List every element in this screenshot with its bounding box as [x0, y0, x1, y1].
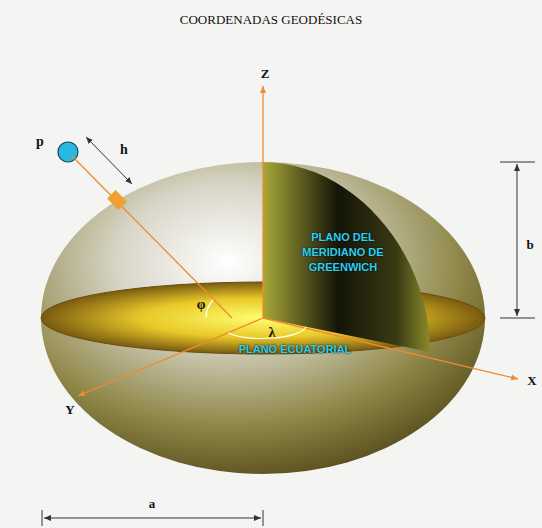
- b-tick: [500, 162, 535, 163]
- b-tick: [500, 318, 535, 319]
- h-dimension: [86, 137, 132, 184]
- plane-label: PLANO ECUATORIAL: [230, 342, 360, 357]
- axis-label: X: [527, 373, 536, 389]
- z-axis: [262, 86, 263, 318]
- diagram-title: COORDENADAS GEODÉSICAS: [180, 12, 362, 28]
- point-marker: [58, 142, 78, 162]
- angle-label: λ: [269, 325, 276, 341]
- axis-label: Z: [261, 66, 270, 82]
- meridian-plane: [263, 162, 430, 352]
- b-dimension: [517, 164, 518, 316]
- a-tick: [42, 510, 43, 526]
- axis-label: Y: [65, 402, 74, 418]
- dimension-label: h: [120, 142, 128, 158]
- plane-label: PLANO DEL MERIDIANO DE GREENWICH: [281, 230, 405, 275]
- a-tick: [263, 510, 264, 526]
- a-dimension: [44, 518, 261, 519]
- dimension-label: b: [526, 237, 533, 253]
- angle-label: φ: [197, 297, 206, 313]
- surface-mark: [107, 190, 127, 210]
- point-label: p: [36, 134, 44, 150]
- dimension-label: a: [149, 496, 156, 512]
